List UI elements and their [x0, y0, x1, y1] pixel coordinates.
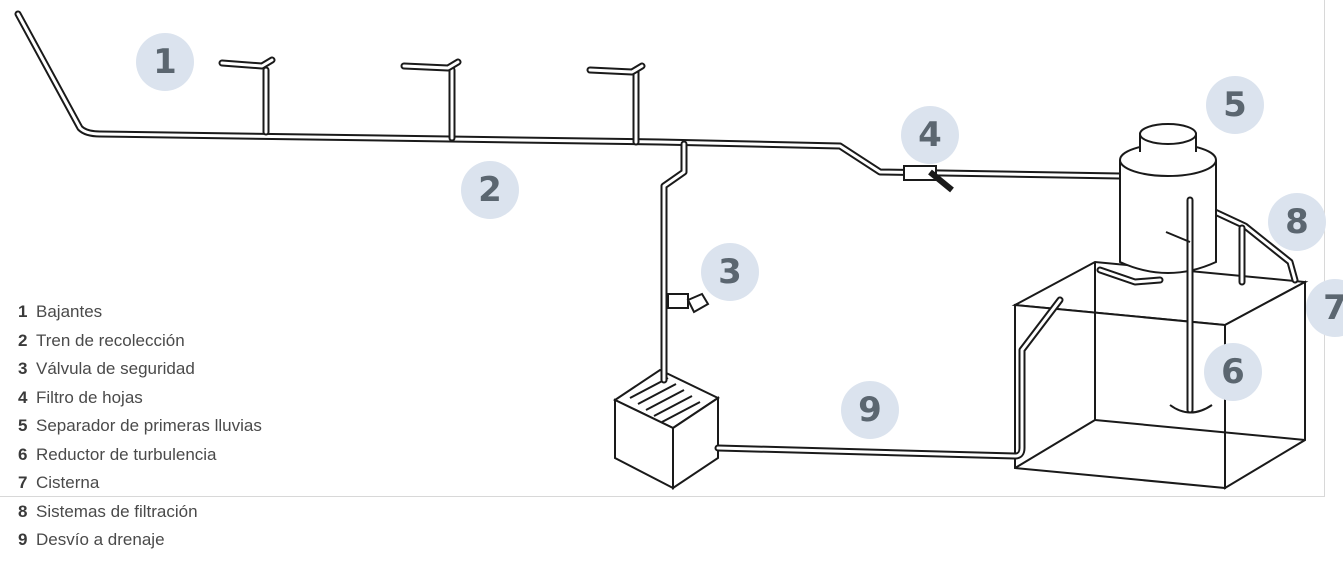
legend-label: Bajantes — [36, 302, 103, 321]
badge-4-circle — [901, 106, 959, 164]
legend-item: 7 Cisterna — [18, 469, 262, 498]
drain-box — [612, 368, 721, 490]
legend-number: 7 — [18, 473, 28, 492]
badge-3-number: 3 — [718, 252, 742, 292]
badge-4: 4 — [901, 106, 959, 164]
legend-item: 1 Bajantes — [18, 298, 262, 327]
legend-label: Cisterna — [36, 473, 100, 492]
badge-5: 5 — [1206, 76, 1264, 134]
legend-item: 9 Desvío a drenaje — [18, 526, 262, 555]
legend-label: Válvula de seguridad — [36, 359, 195, 378]
legend-number: 5 — [18, 416, 28, 435]
legend-item: 4 Filtro de hojas — [18, 384, 262, 413]
badge-4-number: 4 — [918, 115, 942, 155]
badge-7-number: 7 — [1323, 288, 1343, 328]
badge-6: 6 — [1204, 343, 1262, 401]
leaf-filter — [903, 165, 954, 193]
badge-3: 3 — [701, 243, 759, 301]
turbulence-reducer — [1165, 196, 1213, 414]
diagram-frame — [0, 0, 1325, 497]
badge-1-number: 1 — [153, 42, 177, 82]
badge-2-circle — [461, 161, 519, 219]
badge-2-number: 2 — [478, 170, 502, 210]
badge-6-circle — [1204, 343, 1262, 401]
badge-8-circle — [1268, 193, 1326, 251]
pipe-network — [14, 10, 1299, 460]
badge-5-circle — [1206, 76, 1264, 134]
legend-label: Filtro de hojas — [36, 387, 143, 407]
badge-6-number: 6 — [1221, 352, 1245, 392]
badge-9-circle — [841, 381, 899, 439]
legend-number: 6 — [18, 444, 28, 464]
legend-number: 4 — [18, 387, 28, 407]
legend-number: 3 — [18, 359, 28, 378]
legend-number: 8 — [18, 501, 28, 521]
cistern — [1011, 260, 1309, 490]
badge-1: 1 — [136, 33, 194, 91]
legend-item: 2 Tren de recolección — [18, 327, 262, 356]
badge-2: 2 — [461, 161, 519, 219]
legend-label: Tren de recolección — [36, 330, 185, 350]
legend-label: Desvío a drenaje — [36, 530, 165, 549]
legend: 1 Bajantes 2 Tren de recolección 3 Válvula … — [18, 298, 262, 555]
badge-7: 7 — [1306, 279, 1343, 337]
badge-3-circle — [701, 243, 759, 301]
legend-item: 5 Separador de primeras lluvias — [18, 412, 262, 441]
legend-label: Reductor de turbulencia — [36, 444, 217, 464]
safety-valve — [667, 292, 710, 314]
badge-8-number: 8 — [1285, 202, 1309, 242]
legend-label: Separador de primeras lluvias — [36, 416, 262, 435]
legend-number: 1 — [18, 302, 28, 321]
badge-7-circle — [1306, 279, 1343, 337]
badge-5-number: 5 — [1223, 85, 1247, 125]
legend-item: 8 Sistemas de filtración — [18, 498, 262, 527]
legend-label: Sistemas de filtración — [36, 501, 198, 521]
badge-9-number: 9 — [858, 390, 882, 430]
badge-8: 8 — [1268, 193, 1326, 251]
badge-9: 9 — [841, 381, 899, 439]
legend-number: 2 — [18, 330, 28, 350]
legend-number: 9 — [18, 530, 28, 549]
badge-1-circle — [136, 33, 194, 91]
legend-item: 3 Válvula de seguridad — [18, 355, 262, 384]
legend-item: 6 Reductor de turbulencia — [18, 441, 262, 470]
first-flush-tank — [1119, 123, 1217, 274]
